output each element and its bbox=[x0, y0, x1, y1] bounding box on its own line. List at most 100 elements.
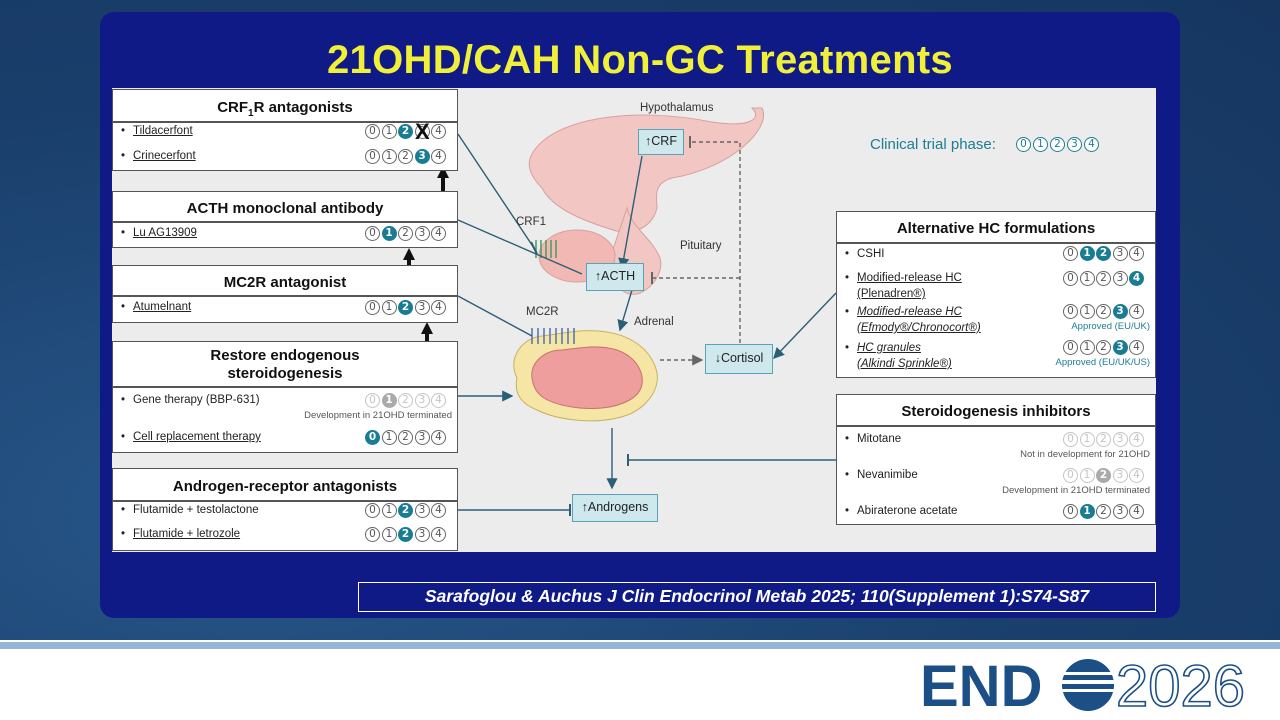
drug-brand: (Plenadren®) bbox=[857, 288, 926, 300]
drug-name: Cell replacement therapy bbox=[133, 431, 261, 443]
phase-3: 3 bbox=[414, 124, 430, 139]
development-note: Not in development for 21OHD bbox=[1020, 449, 1150, 460]
divider bbox=[837, 242, 1155, 244]
drug-plenadren: •Modified-release HC bbox=[845, 272, 962, 284]
phase-2: 2 bbox=[1096, 304, 1111, 319]
phase-3: 3 bbox=[414, 430, 430, 445]
drug-name: Crinecerfont bbox=[133, 150, 196, 162]
phase-2: 2 bbox=[398, 149, 413, 164]
phase-1: 1 bbox=[381, 527, 397, 542]
legend-phase-3: 3 bbox=[1067, 137, 1082, 152]
phase-0: 0 bbox=[1063, 304, 1078, 319]
pituitary-label: Pituitary bbox=[680, 240, 722, 252]
drug-name: HC granules bbox=[857, 342, 921, 354]
drug-name: CSHI bbox=[857, 248, 885, 260]
drug-name: Modified-release HC bbox=[857, 272, 962, 284]
legend-phase-2: 2 bbox=[1050, 137, 1065, 152]
phase-4: 4 bbox=[431, 124, 446, 139]
bullet: • bbox=[121, 528, 126, 540]
phase-1: 1 bbox=[381, 226, 397, 241]
phase-3: 3 bbox=[1112, 504, 1128, 519]
drug-name: Flutamide + letrozole bbox=[133, 528, 241, 540]
phase-0: 0 bbox=[1063, 468, 1078, 483]
divider bbox=[113, 295, 457, 297]
phase-4: 4 bbox=[1129, 304, 1144, 319]
drug-name: Lu AG13909 bbox=[133, 227, 197, 239]
divider bbox=[113, 500, 457, 502]
terminated-x-mark: X bbox=[415, 119, 430, 144]
cortisol-node: ↓Cortisol bbox=[705, 344, 773, 374]
logo-text-left: END bbox=[920, 656, 1042, 716]
phase-4: 4 bbox=[431, 503, 446, 518]
bullet: • bbox=[845, 248, 850, 260]
drug-name: Abiraterone acetate bbox=[857, 505, 958, 517]
divider bbox=[113, 386, 457, 388]
phase-2: 2 bbox=[398, 124, 413, 139]
drug-name: Nevanimibe bbox=[857, 469, 918, 481]
legend-phase-1: 1 bbox=[1033, 137, 1048, 152]
phase-3: 3 bbox=[1112, 271, 1128, 286]
phase-1: 1 bbox=[381, 124, 397, 139]
phase-4: 4 bbox=[431, 149, 446, 164]
drug-name: Gene therapy (BBP-631) bbox=[133, 394, 260, 406]
drug-flutamide-testolactone: •Flutamide + testolactone bbox=[121, 504, 259, 516]
phase-3: 3 bbox=[414, 149, 430, 164]
phase-2: 2 bbox=[398, 393, 413, 408]
androgen-receptor-box: Androgen-receptor antagonists •Flutamide… bbox=[112, 468, 458, 551]
drug-atumelnant: •Atumelnant bbox=[121, 301, 191, 313]
crf1-label: CRF1 bbox=[516, 216, 547, 228]
approval-note: Approved (EU/UK) bbox=[1071, 321, 1150, 332]
phase-3: 3 bbox=[414, 300, 430, 315]
title-part: CRF bbox=[217, 99, 249, 116]
phase-0: 0 bbox=[365, 124, 380, 139]
box-title: MC2R antagonist bbox=[223, 274, 347, 291]
development-note: Development in 21OHD terminated bbox=[304, 410, 452, 421]
phase-0: 0 bbox=[365, 300, 380, 315]
restore-steroidogenesis-box: Restore endogenous steroidogenesis •Gene… bbox=[112, 341, 458, 453]
mc2r-label: MC2R bbox=[526, 306, 559, 318]
phase-1: 1 bbox=[1079, 304, 1095, 319]
drug-name: Flutamide + testolactone bbox=[133, 504, 259, 516]
adrenal-medulla bbox=[531, 346, 643, 409]
adrenal-label: Adrenal bbox=[634, 316, 674, 328]
drug-name: Tildacerfont bbox=[133, 125, 193, 137]
logo-text-right: 2026 bbox=[1116, 656, 1245, 716]
treatment-diagram: Hypothalamus Pituitary Adrenal CRF1 MC2R… bbox=[112, 88, 1156, 552]
drug-brand: (Alkindi Sprinkle®) bbox=[857, 358, 952, 370]
phase-4: 4 bbox=[1129, 432, 1144, 447]
phase-2: 2 bbox=[1096, 340, 1111, 355]
drug-name: Modified-release HC bbox=[857, 306, 962, 318]
phase-4: 4 bbox=[431, 300, 446, 315]
bullet: • bbox=[845, 505, 850, 517]
phase-2: 2 bbox=[1096, 504, 1111, 519]
crf-node: ↑CRF bbox=[638, 129, 684, 155]
legend-phase-4: 4 bbox=[1084, 137, 1099, 152]
phase-0: 0 bbox=[365, 226, 380, 241]
legend-phases: 0 1 2 3 4 bbox=[1016, 137, 1099, 152]
phase-1: 1 bbox=[1079, 468, 1095, 483]
bullet: • bbox=[121, 227, 126, 239]
development-note: Development in 21OHD terminated bbox=[1002, 485, 1150, 496]
slide: 21OHD/CAH Non-GC Treatments bbox=[100, 12, 1180, 618]
bullet: • bbox=[121, 301, 126, 313]
drug-lu-ag13909: • Lu AG13909 bbox=[121, 227, 197, 239]
logo-graphic: END 2026 bbox=[920, 653, 1246, 720]
drug-nevanimibe: •Nevanimibe bbox=[845, 469, 918, 481]
phase-1: 1 bbox=[381, 430, 397, 445]
phase-1: 1 bbox=[1079, 340, 1095, 355]
phase-2: 2 bbox=[398, 527, 413, 542]
drug-alkindi: •HC granules bbox=[845, 342, 921, 354]
phase-4: 4 bbox=[1129, 468, 1144, 483]
phase-0: 0 bbox=[365, 430, 380, 445]
bullet: • bbox=[845, 433, 850, 445]
phase-2: 2 bbox=[398, 226, 413, 241]
